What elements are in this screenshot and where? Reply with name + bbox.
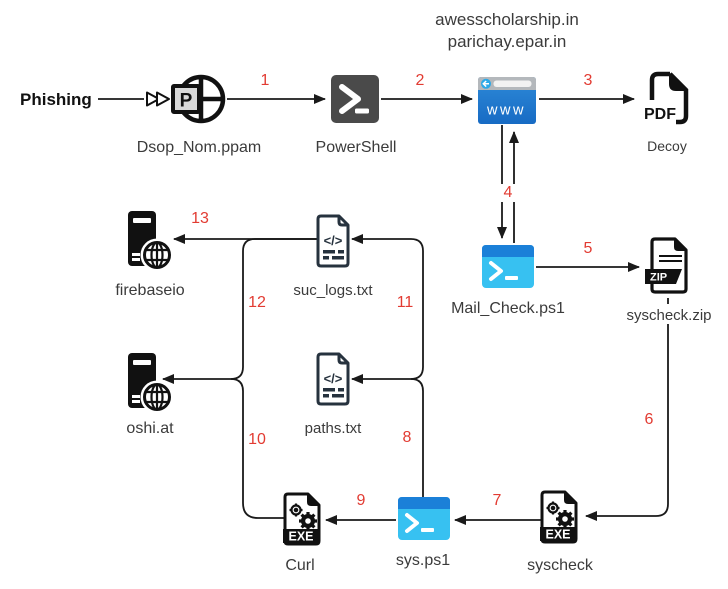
- step-1: 1: [260, 72, 270, 89]
- pdf-file-icon: PDF: [644, 71, 689, 125]
- step-10: 10: [248, 431, 266, 448]
- domain-parichay: parichay.epar.in: [447, 32, 567, 51]
- step-5: 5: [583, 240, 593, 257]
- double-chevron-icon: [146, 91, 170, 107]
- step-3: 3: [583, 72, 593, 89]
- mailcheck-terminal-icon: [482, 245, 534, 288]
- step-13: 13: [191, 210, 209, 227]
- powershell-icon: [331, 75, 379, 123]
- firebaseio-label: firebaseio: [115, 282, 185, 299]
- zip-text: ZIP: [650, 272, 667, 284]
- paths-code-file-icon: </>: [316, 352, 350, 406]
- step-6: 6: [644, 411, 654, 428]
- syscheck-exe-label: syscheck: [527, 557, 593, 574]
- syscheck-exe-icon: EXE: [540, 490, 578, 544]
- powerpoint-file-icon: P: [171, 74, 226, 124]
- phishing-domains: awesscholarship.in parichay.epar.in: [417, 9, 597, 53]
- oshi-label: oshi.at: [126, 420, 174, 437]
- mailcheck-label: Mail_Check.ps1: [451, 300, 565, 317]
- gear-solid-icon: [556, 510, 574, 528]
- paths-label: paths.txt: [304, 420, 362, 437]
- step-4: 4: [495, 184, 521, 202]
- step-7: 7: [492, 492, 502, 509]
- exe-text: EXE: [288, 530, 313, 544]
- edge-11-sysps1-to-suclogs: [351, 234, 424, 380]
- curl-label: Curl: [285, 557, 315, 574]
- pdf-text: PDF: [644, 106, 676, 123]
- gear-solid-icon: [299, 512, 317, 530]
- code-glyph: </>: [324, 371, 343, 386]
- oshi-server-icon: [128, 353, 174, 412]
- gear-outline-icon: [546, 501, 560, 515]
- step-11: 11: [396, 294, 414, 311]
- suclogs-code-file-icon: </>: [316, 214, 350, 268]
- step-12: 12: [248, 294, 266, 311]
- code-glyph: </>: [324, 233, 343, 248]
- gear-outline-icon: [289, 503, 303, 517]
- dsop-label: Dsop_Nom.ppam: [136, 139, 262, 156]
- edge-10-curl-to-oshi: [162, 374, 285, 519]
- domain-awesscholarship: awesscholarship.in: [435, 10, 579, 29]
- step-9: 9: [356, 492, 366, 509]
- phishing-label: Phishing: [20, 90, 92, 109]
- browser-www-text: www: [486, 103, 526, 119]
- sysps1-terminal-icon: [398, 497, 450, 540]
- curl-exe-icon: EXE: [283, 492, 321, 546]
- syscheck-zip-label: syscheck.zip: [626, 307, 712, 324]
- firebaseio-server-icon: [128, 211, 174, 270]
- powerpoint-letter: P: [180, 91, 193, 112]
- suclogs-label: suc_logs.txt: [293, 282, 373, 299]
- step-8: 8: [402, 429, 412, 446]
- step-2: 2: [415, 72, 425, 89]
- powershell-label: PowerShell: [315, 139, 397, 156]
- browser-icon: www: [478, 77, 536, 124]
- zip-file-icon: ZIP: [645, 237, 688, 294]
- sysps1-label: sys.ps1: [395, 552, 451, 569]
- exe-text: EXE: [545, 528, 570, 542]
- edge-6-zip-to-syscheck: [585, 324, 669, 521]
- decoy-label: Decoy: [647, 138, 687, 154]
